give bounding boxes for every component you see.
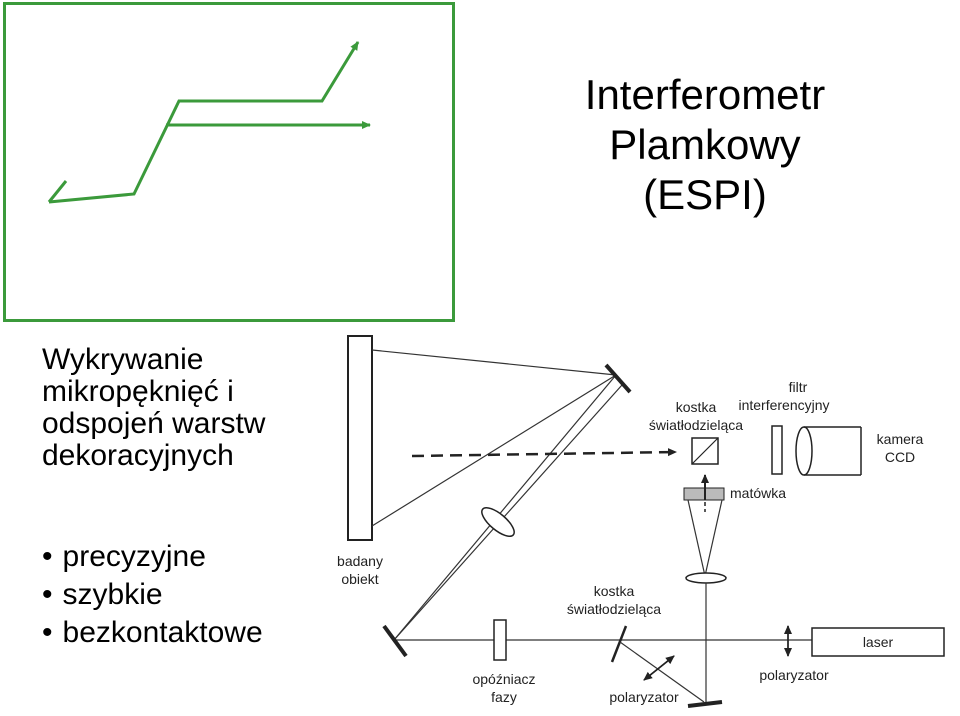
laser (811, 627, 945, 657)
label-filter-2: interferencyjny (738, 397, 829, 413)
title-line-1: Interferometr (584, 71, 826, 118)
label-retarder-2: fazy (491, 689, 517, 705)
lower-path-arrow (47, 180, 68, 203)
sketch-frame (3, 2, 455, 322)
label-object-1: badany (337, 553, 383, 569)
crack-sketch (47, 41, 371, 204)
feature-list: precyzyjne szybkie bezkontaktowe (42, 538, 263, 652)
interference-filter (771, 425, 783, 475)
description-line-2: mikropęknięć i (42, 375, 234, 408)
list-item: bezkontaktowe (42, 614, 263, 652)
description-line-3: odspojeń warstw (42, 407, 266, 440)
label-object-2: obiekt (341, 571, 378, 587)
phase-retarder (493, 619, 507, 661)
label-polarizer-bottom: polaryzator (609, 689, 679, 705)
reference-cone (687, 499, 723, 577)
label-cube-bottom-1: kostka (594, 583, 635, 599)
label-cube-top-1: kostka (676, 399, 717, 415)
label-ground-glass: matówka (730, 485, 786, 501)
espi-setup-diagram: filtr interferencyjny kostka światłodzie… (337, 335, 945, 708)
beamsplitter-bottom (610, 625, 628, 663)
title-line-3: (ESPI) (643, 171, 767, 218)
imaging-arrow (411, 448, 677, 458)
label-filter-1: filtr (789, 379, 808, 395)
title-line-2: Plamkowy (609, 121, 801, 168)
list-item: szybkie (42, 576, 263, 614)
reference-lens (685, 572, 727, 584)
tested-object (347, 335, 373, 541)
page-title: Interferometr Plamkowy (ESPI) (540, 70, 870, 220)
label-retarder-1: opóźniacz (472, 671, 535, 687)
label-polarizer-right: polaryzator (759, 667, 829, 683)
label-camera-2: CCD (885, 449, 915, 465)
upper-path-arrow (48, 41, 360, 204)
ccd-camera (795, 426, 862, 476)
label-laser: laser (863, 634, 894, 650)
list-item: precyzyjne (42, 538, 263, 576)
object-beam (371, 349, 623, 641)
top-mirror (604, 363, 632, 394)
label-cube-bottom-2: światłodzieląca (567, 601, 661, 617)
object-lens (481, 507, 515, 537)
bottom-mirror (687, 700, 723, 708)
label-cube-top-2: światłodzieląca (649, 417, 743, 433)
description-line-1: Wykrywanie (42, 343, 204, 376)
label-camera-1: kamera (877, 431, 924, 447)
bottom-left-mirror (382, 624, 408, 658)
description-line-4: dekoracyjnych (42, 439, 234, 472)
description: Wykrywanie mikropęknięć i odspojeń warst… (42, 344, 265, 472)
